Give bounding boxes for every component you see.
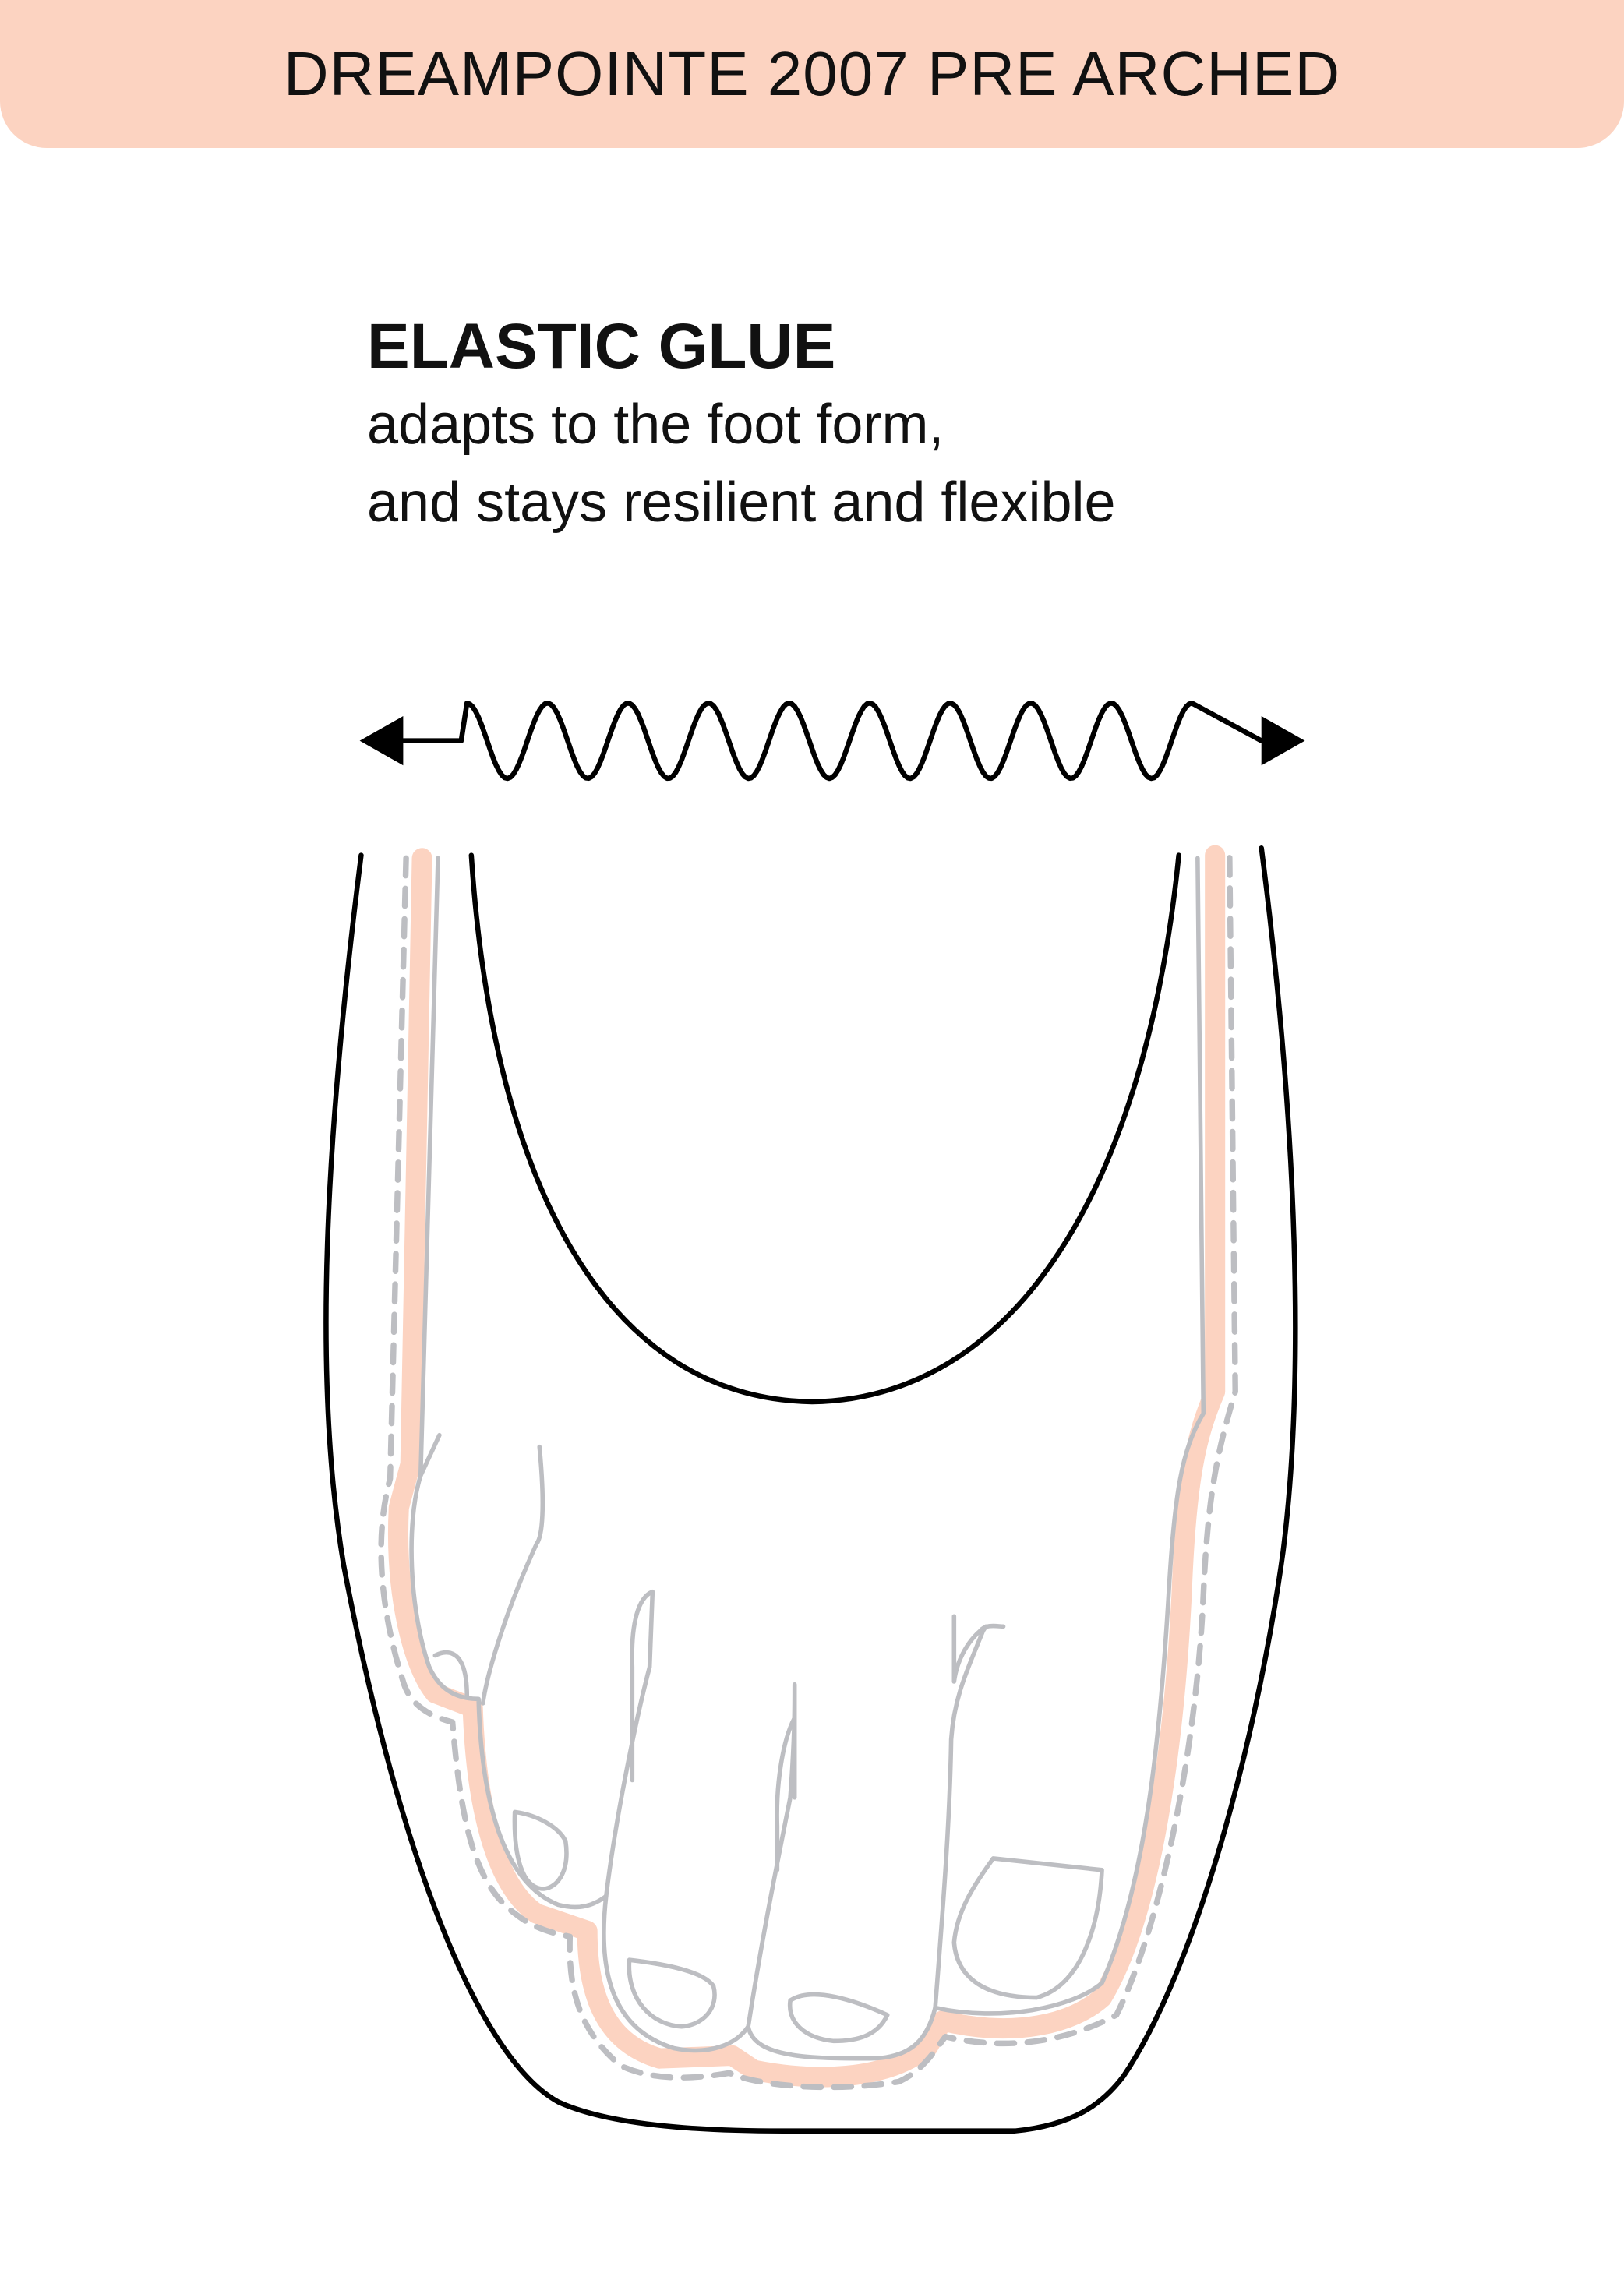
glue-outer-dashed-line: [378, 849, 1238, 2091]
shoe-outline: [323, 845, 1298, 2134]
feature-line-2: and stays resilient and flexible: [367, 471, 1116, 534]
feature-title: ELASTIC GLUE: [367, 311, 836, 382]
spring-wave: [401, 701, 1264, 782]
feature-line-1: adapts to the foot form,: [367, 394, 944, 456]
arrow-right-icon: [1261, 716, 1305, 766]
spring-arrow-icon: [359, 701, 1305, 782]
foot-outline: [409, 856, 1206, 2061]
page-title: DREAMPOINTE 2007 PRE ARCHED: [283, 39, 1341, 108]
arrow-left-icon: [359, 716, 404, 766]
toes-drawing: [418, 1432, 1104, 2044]
feature-description: ELASTIC GLUE adapts to the foot form, an…: [367, 308, 1116, 542]
title-banner: DREAMPOINTE 2007 PRE ARCHED: [0, 0, 1624, 148]
elastic-glue-layer: [388, 845, 1226, 2088]
shoe-opening-outline: [468, 852, 1181, 1405]
